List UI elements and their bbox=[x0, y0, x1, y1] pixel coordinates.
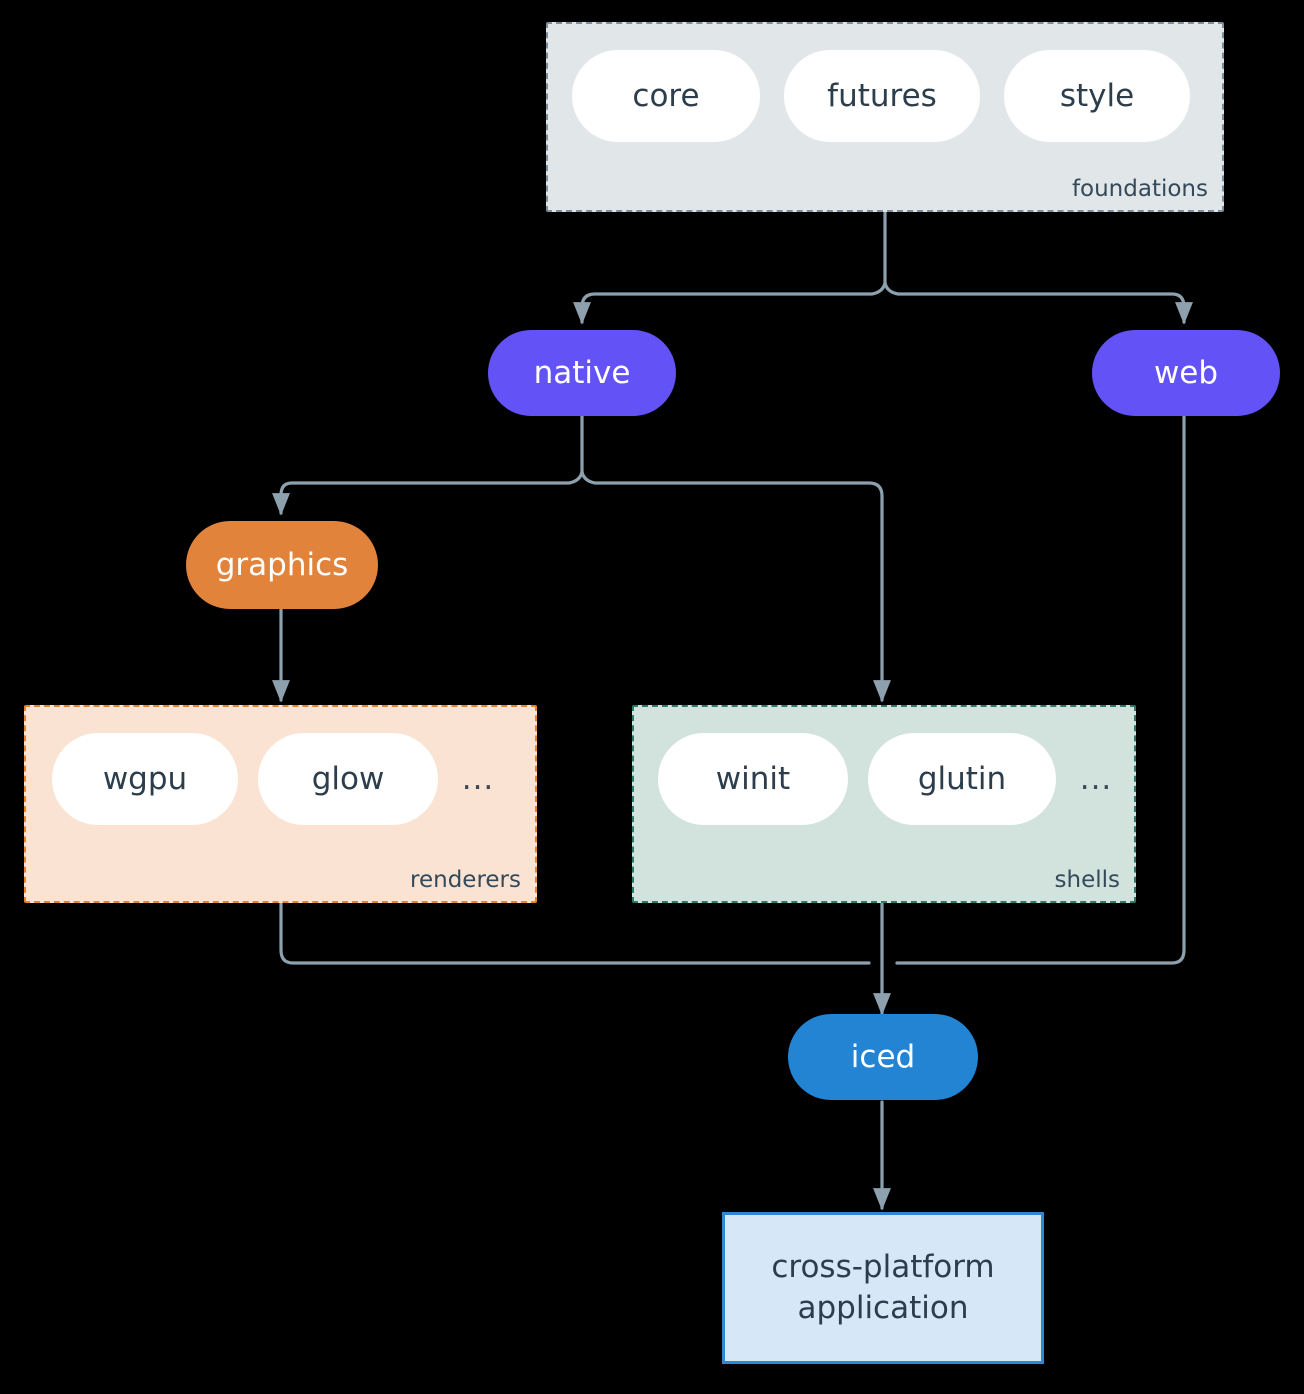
edge-foundations-web bbox=[883, 281, 1193, 325]
edge-native-shells bbox=[580, 470, 891, 703]
pill-renderers-ellipsis: ... bbox=[461, 761, 495, 797]
edge-renderers-iced bbox=[279, 901, 871, 965]
edge-foundations-native bbox=[573, 281, 887, 325]
node-iced[interactable]: iced bbox=[788, 1014, 978, 1100]
node-web[interactable]: web bbox=[1092, 330, 1280, 416]
node-graphics[interactable]: graphics bbox=[186, 521, 378, 609]
pill-winit[interactable]: winit bbox=[658, 733, 848, 825]
node-native[interactable]: native bbox=[488, 330, 676, 416]
app-label-line1: cross-platform bbox=[771, 1249, 995, 1286]
cluster-renderers: wgpu glow ... renderers bbox=[24, 705, 537, 903]
cluster-label-renderers: renderers bbox=[410, 867, 521, 893]
pill-glow[interactable]: glow bbox=[258, 733, 438, 825]
pill-shells-ellipsis: ... bbox=[1079, 761, 1113, 797]
pill-wgpu[interactable]: wgpu bbox=[52, 733, 238, 825]
pill-style[interactable]: style bbox=[1004, 50, 1190, 142]
cluster-foundations: core futures style foundations bbox=[546, 22, 1224, 212]
cluster-label-foundations: foundations bbox=[1071, 176, 1208, 202]
app-label-line2: application bbox=[797, 1290, 969, 1326]
pill-futures[interactable]: futures bbox=[784, 50, 980, 142]
cluster-shells: winit glutin ... shells bbox=[632, 705, 1136, 903]
edge-native-graphics bbox=[272, 470, 584, 516]
pill-core[interactable]: core bbox=[572, 50, 760, 142]
cluster-label-shells: shells bbox=[1054, 867, 1120, 893]
pill-glutin[interactable]: glutin bbox=[868, 733, 1056, 825]
node-cross-platform-application[interactable]: cross-platform application bbox=[722, 1212, 1044, 1364]
